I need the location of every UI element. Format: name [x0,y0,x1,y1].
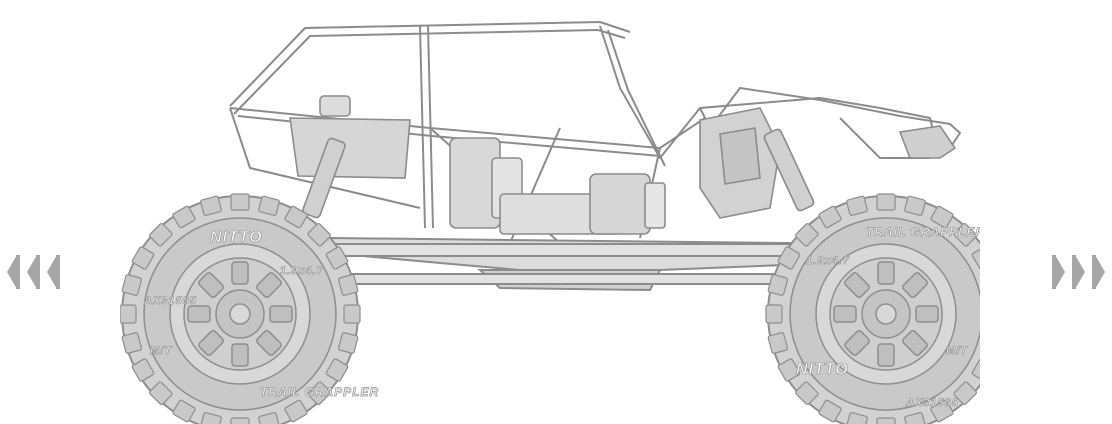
tire-brand-text: NITTO [210,229,263,246]
front-wheel: TRAIL GRAPPLER NITTO M/T 1.9x4.7 AX31585 [765,193,980,424]
tire-type-text: M/T [946,345,968,357]
tire-model-text: TRAIL GRAPPLER [866,225,980,239]
triple-chevron-right-icon [1052,255,1105,289]
tire-model-text: TRAIL GRAPPLER [260,385,379,399]
previous-arrow-button[interactable] [0,245,76,299]
next-arrow-button[interactable] [1036,245,1112,299]
tire-brand-text: NITTO [796,361,849,378]
tire-size-text: 1.9x4.7 [280,265,324,277]
tire-part-text: AX31585 [905,397,959,409]
electronics [289,95,666,235]
shocks [302,128,815,219]
rc-rock-crawler-illustration: NITTO TRAIL GRAPPLER M/T 1.9x4.7 AX31585 [120,21,980,424]
tire-type-text: M/T [150,345,172,357]
tire-part-text: AX31585 [143,295,197,307]
rear-wheel: NITTO TRAIL GRAPPLER M/T 1.9x4.7 AX31585 [120,193,379,424]
triple-chevron-left-icon [7,255,60,289]
tire-size-text: 1.9x4.7 [806,255,850,267]
front-panel [699,107,957,219]
